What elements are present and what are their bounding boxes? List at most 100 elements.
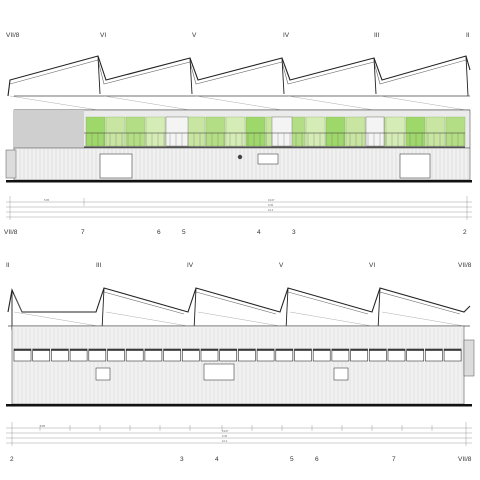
clerestory-window — [200, 348, 219, 362]
axis-label-bottom-5: 6 — [315, 456, 319, 463]
axis-label-bottom-1: 2 — [10, 456, 14, 463]
green-panel — [425, 116, 446, 147]
sawtooth-roof — [7, 55, 471, 111]
green-panel — [205, 116, 226, 147]
bottom-elevation: II III IV V VI VII/8 — [6, 262, 475, 463]
clerestory-window — [13, 348, 32, 362]
clerestory-window — [387, 348, 406, 362]
bottom-dimension-label-3: 9.35 — [222, 434, 228, 438]
clerestory-window — [107, 348, 125, 362]
roof-truss-lines — [9, 95, 467, 111]
bottom-elevation-bottom-axes: 2 3 4 5 6 7 VII/8 — [10, 456, 472, 463]
axis-label-bottom-7: 2 — [463, 229, 467, 236]
clerestory-window — [238, 348, 256, 362]
green-panel — [405, 116, 426, 147]
green-panel — [105, 116, 126, 147]
axis-label-bottom-1: VII/8 — [4, 229, 18, 236]
axis-label-bottom-2: 7 — [81, 229, 85, 236]
bottom-dimension-lines — [6, 422, 472, 446]
top-dimension-lines — [6, 196, 472, 220]
glazed-door — [271, 116, 293, 147]
clerestory-window — [144, 348, 163, 362]
axis-label-bottom-3: 6 — [157, 229, 161, 236]
axis-label-bottom-2: 3 — [180, 456, 184, 463]
clerestory-window — [312, 348, 331, 362]
axis-label-top-5: III — [374, 32, 380, 39]
clerestory-window — [368, 348, 387, 362]
facade-cladding-lines-bottom — [13, 328, 463, 403]
axis-label-top-6: II — [466, 32, 470, 39]
bottom-openings — [95, 363, 349, 381]
green-panel — [385, 116, 406, 147]
facade-lamp-icon — [237, 154, 243, 160]
clerestory-window — [294, 348, 312, 362]
top-elevation-bottom-axes: VII/8 7 6 5 4 3 2 — [4, 229, 467, 236]
balcony-railing — [84, 132, 465, 148]
axis-label-bottom-5: 4 — [257, 229, 261, 236]
roof-truss-lines-bottom — [13, 311, 465, 327]
facade-lower-band — [13, 147, 471, 181]
axis-label-top-3: V — [192, 32, 197, 39]
clerestory-window — [182, 348, 200, 362]
clerestory-window — [219, 348, 237, 362]
axis-label-top-2: III — [96, 262, 102, 269]
clerestory-window — [443, 348, 462, 362]
clerestory-window — [425, 348, 443, 362]
clerestory-window — [350, 348, 368, 362]
axis-label-top-4: V — [279, 262, 284, 269]
bottom-dimension-label-1: 5.85 — [40, 424, 46, 428]
glazed-door — [165, 116, 189, 147]
axis-label-bottom-4: 5 — [290, 456, 294, 463]
axis-label-bottom-6: 7 — [392, 456, 396, 463]
bottom-ground-line — [6, 404, 472, 407]
clerestory-window — [256, 348, 275, 362]
green-panel — [445, 116, 466, 147]
clerestory-window — [163, 348, 181, 362]
railing-posts — [85, 133, 465, 147]
clerestory-window — [331, 348, 350, 362]
green-panel — [185, 116, 206, 147]
clerestory-window — [32, 348, 51, 362]
top-ground-line — [6, 180, 472, 183]
clerestory-window — [275, 348, 294, 362]
sawtooth-roof-bottom — [7, 287, 471, 331]
window-strip — [13, 348, 462, 362]
side-annex — [463, 339, 475, 377]
glazed-door — [365, 116, 385, 147]
green-glazing-panels — [85, 116, 466, 147]
axis-label-bottom-4: 5 — [182, 229, 186, 236]
clerestory-window — [406, 348, 425, 362]
bottom-elevation-top-axes: II III IV V VI VII/8 — [6, 262, 472, 269]
bottom-dimension-label-2: 19.07 — [222, 429, 229, 433]
green-panel — [325, 116, 346, 147]
green-panel — [145, 116, 166, 147]
green-panel — [85, 116, 106, 147]
bottom-dimension-ticks — [39, 425, 433, 431]
axis-label-top-3: IV — [187, 262, 194, 269]
top-elevation-top-axes: VII/8 VI V IV III II — [6, 32, 470, 39]
clerestory-window — [125, 348, 144, 362]
green-panel — [345, 116, 366, 147]
axis-label-top-4: IV — [283, 32, 290, 39]
axis-label-top-6: VII/8 — [458, 262, 472, 269]
clerestory-window — [88, 348, 107, 362]
entry-canopy — [5, 149, 17, 179]
top-dimension-label-1: 5.95 — [44, 198, 50, 202]
lower-openings — [99, 153, 431, 179]
axis-label-bottom-6: 3 — [292, 229, 296, 236]
clerestory-window — [51, 348, 69, 362]
axis-label-bottom-3: 4 — [215, 456, 219, 463]
axis-label-top-1: VII/8 — [6, 32, 20, 39]
top-dimension-label-2: 19.07 — [268, 198, 275, 202]
green-panel — [225, 116, 246, 147]
axis-label-top-2: VI — [100, 32, 106, 39]
clerestory-window — [69, 348, 88, 362]
axis-label-top-5: VI — [369, 262, 375, 269]
top-dimension-label-4: 10.4 — [268, 208, 274, 212]
axis-label-bottom-7: VII/8 — [458, 456, 472, 463]
green-panel — [125, 116, 146, 147]
axis-label-top-1: II — [6, 262, 10, 269]
top-elevation: VII/8 VI V IV III II — [4, 32, 472, 236]
green-panel — [245, 116, 266, 147]
